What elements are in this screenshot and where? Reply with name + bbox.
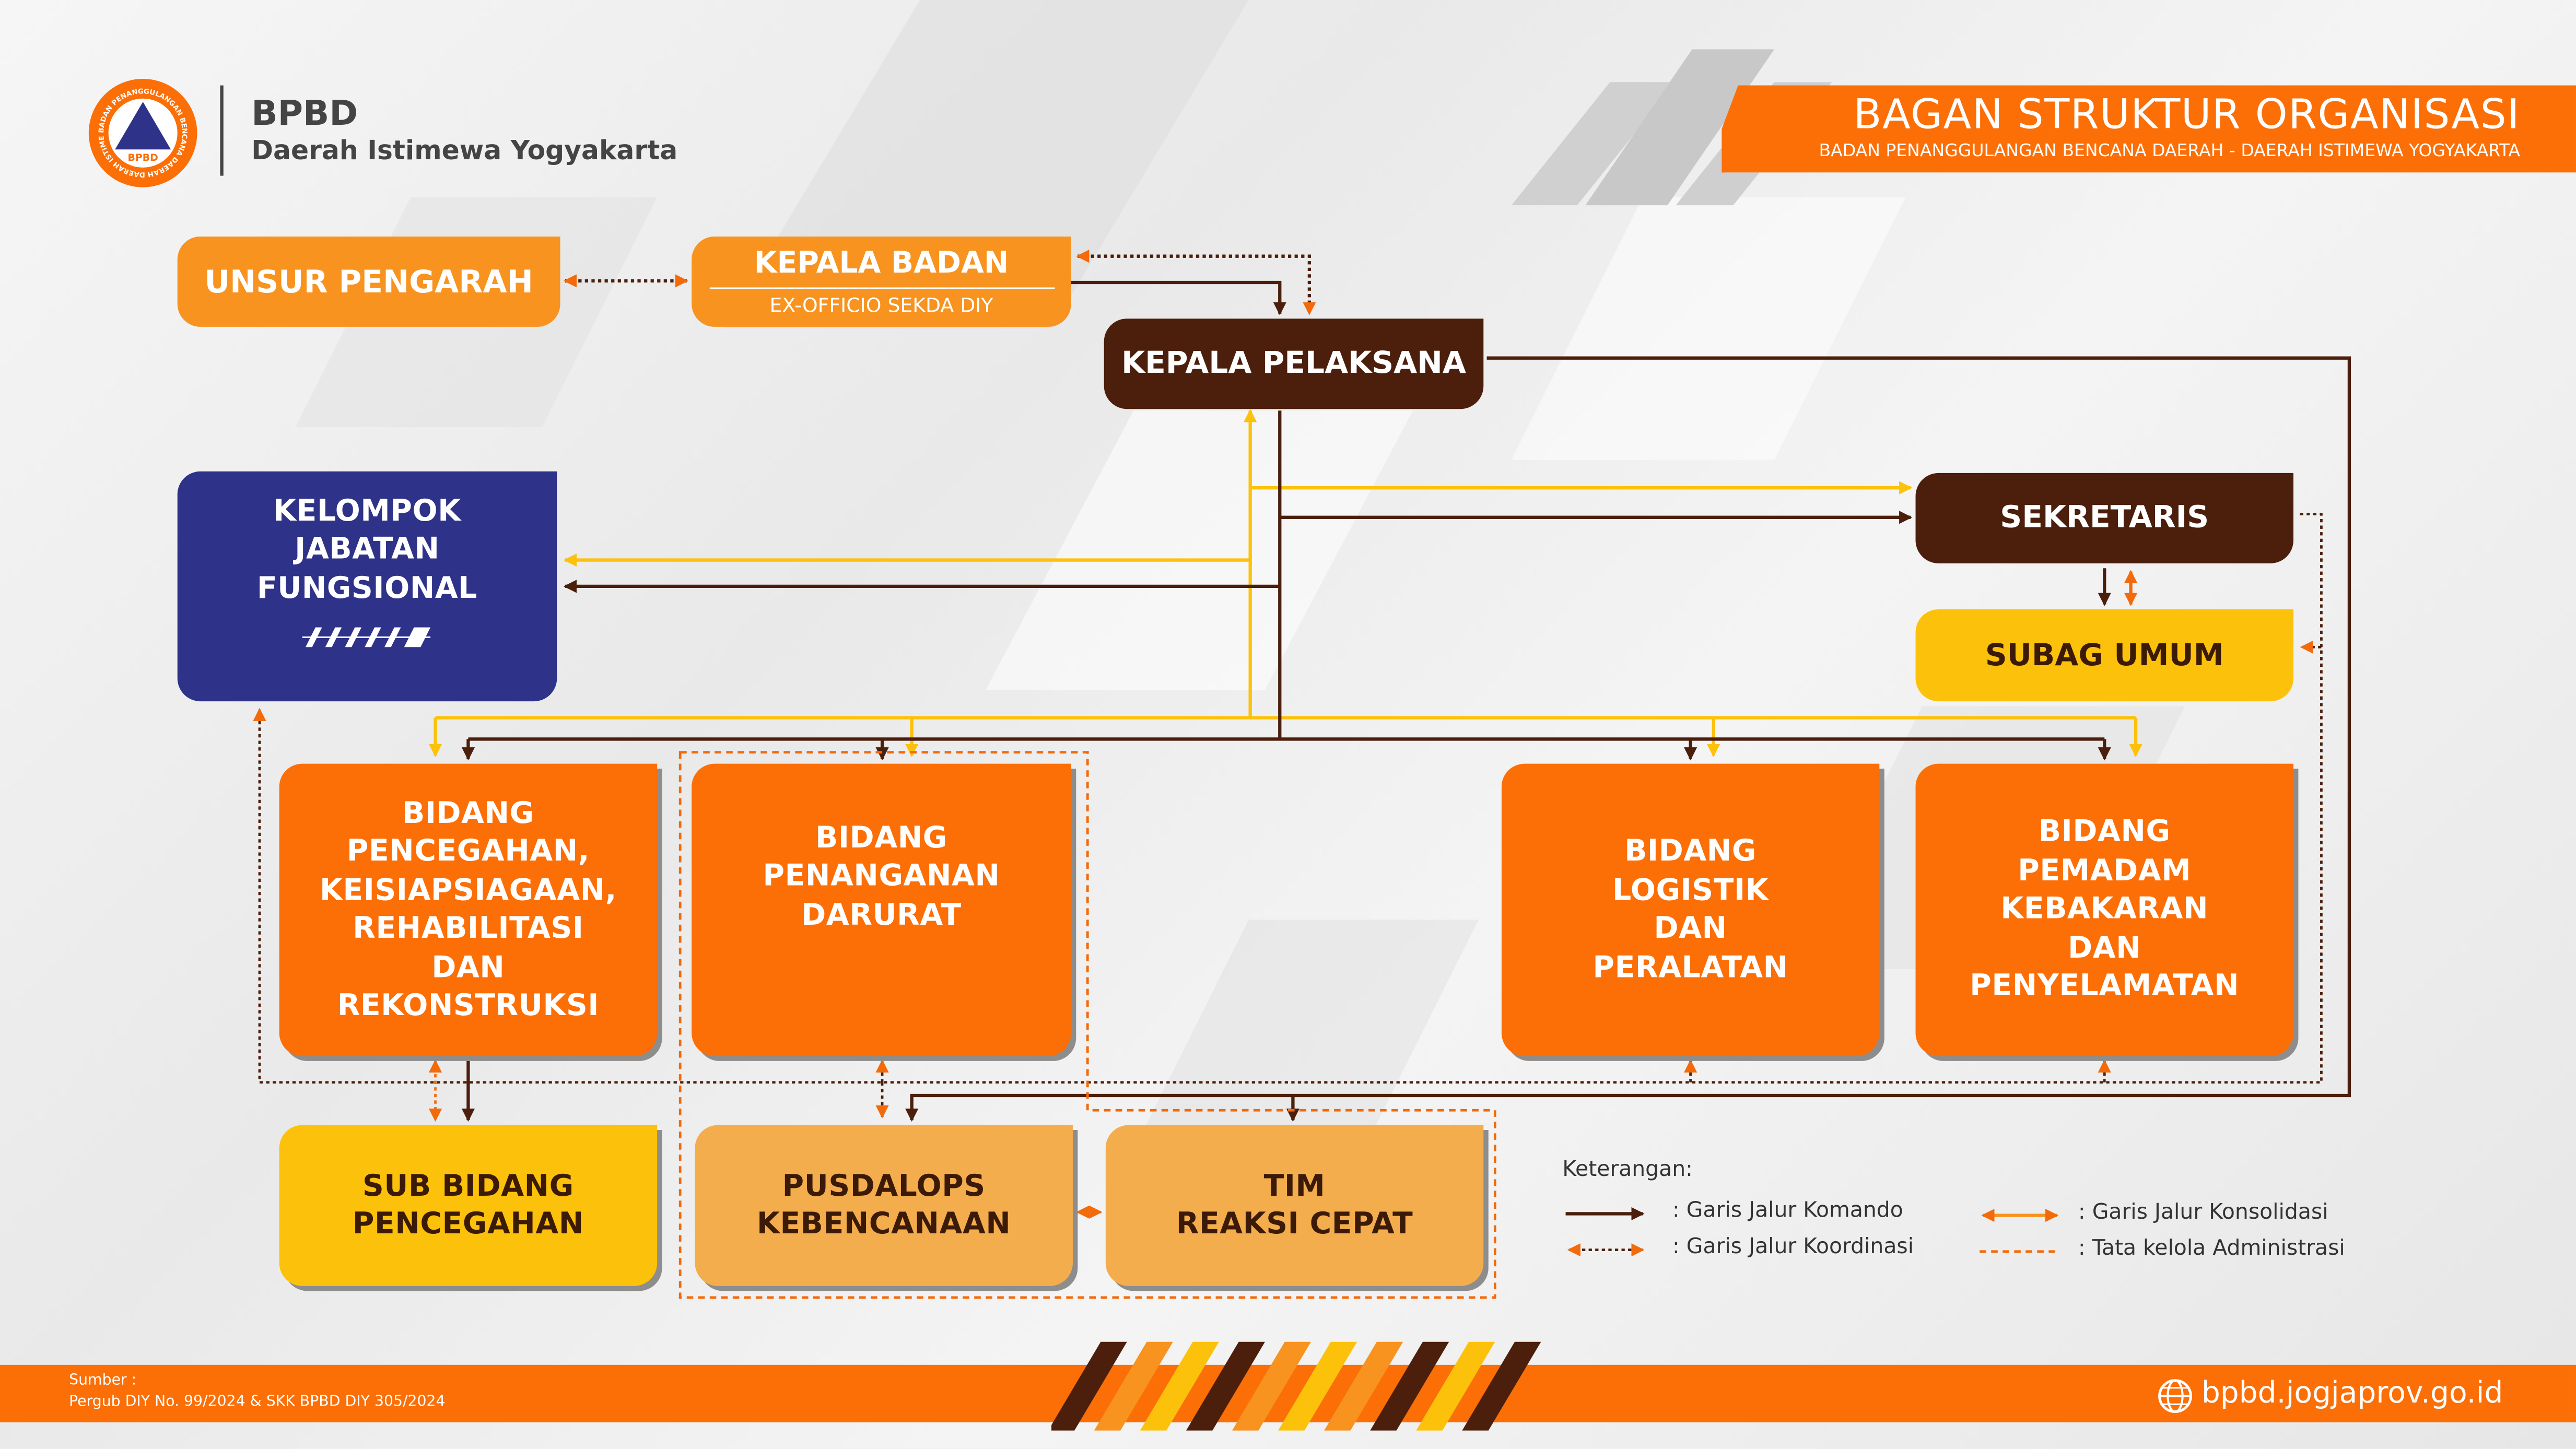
bidang-pemadam-box: BIDANG PEMADAM KEBAKARAN DAN PENYELAMATA… (1915, 763, 2293, 1056)
pusdalops-line-1: PUSDALOPS (782, 1168, 986, 1204)
globe-icon (2158, 1379, 2192, 1413)
bidang-pencegahan-line-1: BIDANG (402, 795, 534, 830)
footer-stripes-decoration (1051, 1341, 1541, 1431)
bidang-pemadam-line-5: PENYELAMATAN (1970, 969, 2240, 1004)
bidang-penanganan-line-1: BIDANG (815, 820, 947, 855)
kelompok-line-2: JABATAN (295, 532, 440, 567)
bidang-logistik-line-4: PERALATAN (1593, 950, 1788, 985)
tim-line-1: TIM (1263, 1168, 1326, 1204)
unsur-pengarah-box: UNSUR PENGARAH (177, 236, 560, 327)
bidang-penanganan-line-3: DARURAT (801, 898, 962, 933)
logo-seal-center: BPBD (128, 152, 158, 163)
tim-line-2: REAKSI CEPAT (1176, 1207, 1413, 1242)
bidang-pencegahan-box: BIDANG PENCEGAHAN, KEISIAPSIAGAAN, REHAB… (279, 763, 658, 1056)
bidang-pemadam-line-1: BIDANG (2038, 815, 2171, 850)
pusdalops-line-2: KEBENCANAAN (756, 1207, 1011, 1242)
footer-source-label: Sumber : (69, 1373, 137, 1390)
bpbd-logo-icon: BADAN PENANGGULANGAN BENCANA DAERAH DAER… (86, 76, 197, 187)
kepala-badan-sublabel: EX-OFFICIO SEKDA DIY (769, 294, 993, 317)
bidang-pemadam-line-2: PEMADAM (2018, 853, 2192, 888)
logo-region: Daerah Istimewa Yogyakarta (251, 134, 678, 166)
bidang-logistik-box: BIDANG LOGISTIK DAN PERALATAN (1501, 763, 1880, 1056)
sub-bidang-line-1: SUB BIDANG (362, 1168, 574, 1204)
legend-title: Keterangan: (1562, 1158, 1693, 1183)
header-subtitle: BADAN PENANGGULANGAN BENCANA DAERAH - DA… (1819, 141, 2521, 161)
bidang-pencegahan-line-4: REHABILITASI (353, 911, 584, 946)
bidang-pencegahan-line-3: KEISIAPSIAGAAN, (319, 873, 617, 908)
bidang-pencegahan-line-6: REKONSTRUKSI (337, 988, 600, 1023)
footer-website-link[interactable]: bpbd.jogjaprov.go.id (2201, 1376, 2503, 1411)
kepala-pelaksana-label: KEPALA PELAKSANA (1121, 346, 1466, 381)
footer-source: Pergub DIY No. 99/2024 & SKK BPBD DIY 30… (69, 1394, 446, 1411)
kelompok-jabatan-fungsional-box: KELOMPOK JABATAN FUNGSIONAL (177, 471, 557, 702)
tim-reaksi-cepat-box: TIM REAKSI CEPAT (1105, 1125, 1484, 1286)
bidang-pemadam-line-3: KEBAKARAN (2000, 892, 2209, 927)
unsur-pengarah-label: UNSUR PENGARAH (204, 263, 533, 300)
bidang-pemadam-line-4: DAN (2068, 930, 2141, 965)
sekretaris-label: SEKRETARIS (2000, 501, 2209, 536)
logo-divider (220, 85, 224, 176)
bidang-logistik-line-1: BIDANG (1624, 834, 1757, 869)
bidang-logistik-line-2: LOGISTIK (1612, 873, 1769, 908)
kepala-pelaksana-box: KEPALA PELAKSANA (1104, 319, 1484, 409)
bidang-pencegahan-line-5: DAN (431, 950, 505, 985)
subag-umum-label: SUBAG UMUM (1985, 638, 2224, 673)
kelompok-line-1: KELOMPOK (273, 493, 461, 529)
sekretaris-box: SEKRETARIS (1915, 473, 2293, 563)
legend-konsolidasi: : Garis Jalur Konsolidasi (2078, 1200, 2328, 1226)
header-title: BAGAN STRUKTUR ORGANISASI (1853, 90, 2521, 138)
bidang-logistik-line-3: DAN (1654, 911, 1727, 946)
legend-komando: : Garis Jalur Komando (1672, 1199, 1903, 1224)
bidang-pencegahan-line-2: PENCEGAHAN, (346, 834, 590, 869)
subag-umum-box: SUBAG UMUM (1915, 609, 2293, 702)
bidang-penanganan-line-2: PENANGANAN (763, 859, 1000, 894)
stripes-icon (301, 628, 430, 648)
sub-bidang-line-2: PENCEGAHAN (352, 1207, 584, 1242)
legend-koordinasi: : Garis Jalur Koordinasi (1672, 1235, 1914, 1260)
pusdalops-box: PUSDALOPS KEBENCANAAN (695, 1125, 1073, 1286)
kepala-badan-label: KEPALA BADAN (709, 246, 1054, 289)
sub-bidang-pencegahan-box: SUB BIDANG PENCEGAHAN (279, 1125, 658, 1286)
kepala-badan-box: KEPALA BADAN EX-OFFICIO SEKDA DIY (692, 236, 1071, 327)
header-ribbon (1722, 85, 2576, 173)
logo-name: BPBD (251, 93, 358, 133)
legend-administrasi: : Tata kelola Administrasi (2078, 1236, 2345, 1262)
kelompok-line-3: FUNGSIONAL (256, 571, 478, 606)
bidang-penanganan-darurat-box: BIDANG PENANGANAN DARURAT (692, 763, 1071, 1056)
